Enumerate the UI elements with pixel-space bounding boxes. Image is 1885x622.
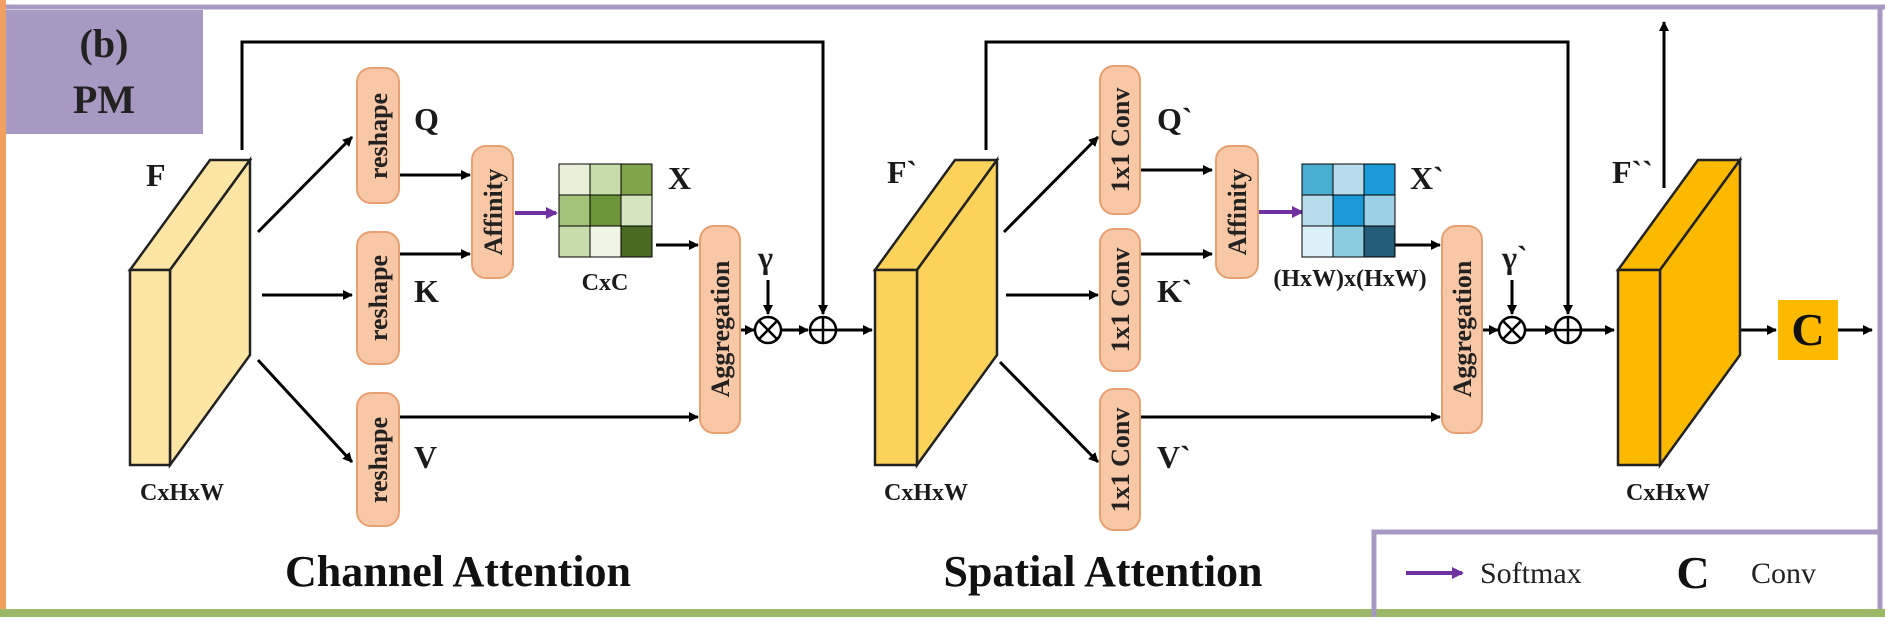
matrix-cell [589, 225, 622, 258]
affinity-text-channel: Affinity [479, 169, 508, 256]
affinity-box-spatial: Affinity [1215, 145, 1259, 279]
output-conv-text: C [1791, 304, 1824, 355]
matrix-x-dims: CxC [582, 270, 629, 296]
aggregation-box-spatial: Aggregation [1441, 225, 1483, 434]
tensor-f1-label: F` [887, 154, 917, 190]
tensor-f2 [1615, 156, 1743, 469]
matrix-x1 [1301, 163, 1396, 258]
gamma1-label: γ` [1501, 239, 1528, 275]
tensor-f2-label: F`` [1612, 154, 1653, 190]
spatial-attention-title: Spatial Attention [943, 547, 1262, 596]
add-icon-spatial [1553, 315, 1583, 345]
conv-q-box: 1x1 Conv [1099, 65, 1141, 215]
v1-label: V` [1157, 439, 1191, 475]
legend-conv-symbol: C [1676, 547, 1709, 598]
matrix-cell [1332, 163, 1365, 196]
v-label: V [414, 439, 437, 475]
reshape-k-box: reshape [356, 231, 400, 365]
matrix-cell [620, 225, 653, 258]
matrix-cell [1332, 194, 1365, 227]
conv-k-box: 1x1 Conv [1099, 228, 1141, 372]
legend-conv-text: Conv [1751, 557, 1816, 590]
matrix-cell [620, 194, 653, 227]
multiply-icon-spatial [1497, 315, 1527, 345]
multiply-icon [753, 315, 783, 345]
affinity-box-channel: Affinity [471, 145, 514, 279]
reshape-k-text: reshape [364, 255, 393, 341]
matrix-cell [1332, 225, 1365, 258]
matrix-cell [620, 163, 653, 196]
reshape-v-box: reshape [356, 392, 400, 527]
matrix-x1-dims: (HxW)x(HxW) [1273, 266, 1426, 292]
reshape-q-box: reshape [356, 67, 400, 204]
matrix-x1-label: X` [1410, 160, 1444, 196]
aggregation-box-channel: Aggregation [699, 225, 741, 434]
matrix-cell [1363, 163, 1396, 196]
q-label: Q [414, 101, 439, 137]
tensor-f1 [872, 156, 1000, 469]
conv-v-box: 1x1 Conv [1099, 388, 1141, 531]
tensor-f-dims: CxHxW [140, 480, 224, 506]
affinity-text-spatial: Affinity [1223, 169, 1252, 256]
matrix-cell [558, 163, 591, 196]
gamma-label: γ [757, 239, 773, 275]
reshape-v-text: reshape [364, 417, 393, 503]
q1-label: Q` [1157, 101, 1193, 137]
conv-k-text: 1x1 Conv [1106, 248, 1135, 353]
aggregation-text-channel: Aggregation [706, 260, 735, 397]
matrix-x-label: X [668, 160, 691, 196]
matrix-cell [558, 225, 591, 258]
matrix-cell [1301, 225, 1334, 258]
matrix-cell [558, 194, 591, 227]
k-label: K [414, 273, 439, 309]
channel-attention-title: Channel Attention [285, 547, 631, 596]
output-conv-badge: C [1778, 300, 1838, 360]
aggregation-text-spatial: Aggregation [1448, 260, 1477, 397]
add-icon [808, 315, 838, 345]
matrix-cell [1301, 163, 1334, 196]
conv-v-text: 1x1 Conv [1106, 408, 1135, 513]
badge-line2: PM [73, 77, 135, 122]
reshape-q-text: reshape [364, 93, 393, 179]
legend: Softmax C Conv [1371, 529, 1880, 617]
legend-softmax-text: Softmax [1480, 557, 1582, 590]
matrix-cell [1363, 194, 1396, 227]
matrix-cell [589, 194, 622, 227]
matrix-cell [1301, 194, 1334, 227]
matrix-x [558, 163, 653, 258]
tensor-f1-dims: CxHxW [884, 480, 968, 506]
tensor-f [127, 156, 253, 469]
matrix-cell [589, 163, 622, 196]
badge-line1: (b) [80, 21, 129, 66]
matrix-cell [1363, 225, 1396, 258]
k1-label: K` [1157, 273, 1193, 309]
panel-badge: (b) PM [6, 10, 203, 134]
tensor-f2-dims: CxHxW [1626, 480, 1710, 506]
tensor-f-label: F [146, 157, 166, 193]
connectors [240, 21, 1873, 464]
conv-q-text: 1x1 Conv [1106, 88, 1135, 193]
